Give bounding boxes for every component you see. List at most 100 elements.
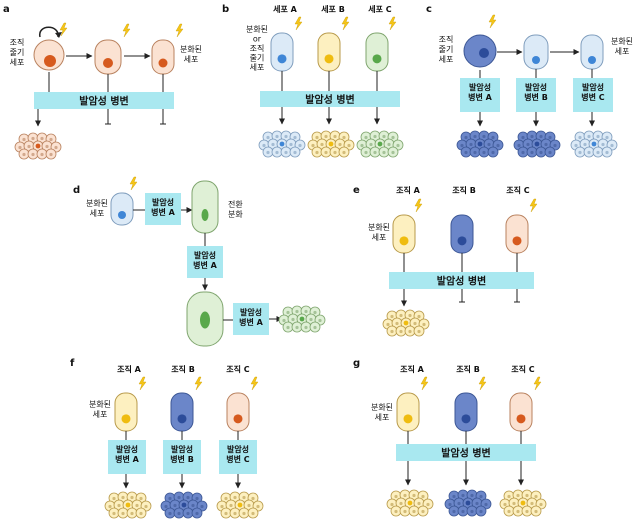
tumor-cell-nucleus [412,493,416,498]
lesion-label: 병변 A [468,92,493,102]
tumor-cell-nucleus [507,494,511,499]
tumor-cell-nucleus [587,150,591,155]
lightning-icon [122,23,131,38]
lesion-box [219,440,257,474]
tumor-cell-nucleus [293,150,297,155]
self-renewal-arrowhead [55,32,62,38]
tumor-cell-nucleus [295,309,299,314]
diff-cell-label: 분화된 [89,399,111,409]
transdifferentiated-cell [191,180,219,234]
tumor-cell-nucleus [315,135,319,140]
tumor-cell-nucleus [470,493,474,498]
tumor-cell-nucleus [596,134,600,139]
header-tissue-b: 조직 B [452,185,476,195]
tumor-cell-nucleus [516,509,520,514]
tumor-cell-nucleus [275,150,279,155]
differentiated-cell [151,39,175,75]
stem-cell [463,34,497,68]
banner-label: 발암성 병변 [437,275,486,288]
tumor-cell-nucleus [22,152,26,157]
tumor-cell-nucleus [247,503,251,508]
tumor-cluster [570,130,618,158]
banner-label: 발암성 병변 [79,95,128,108]
tumor-cell-nucleus [496,143,500,148]
lesion-cell [186,291,224,347]
lesion-banner [389,272,534,289]
nucleus [277,54,287,64]
tumor-cell-nucleus [482,134,486,139]
header-cell-c: 세포 C [368,4,392,14]
side-label: 세포 [250,63,265,72]
tumor-cell-nucleus [360,143,364,148]
tumor-cell-nucleus [49,152,53,157]
tumor-cell-nucleus [457,501,461,506]
cell-body [365,32,389,72]
tumor-cell-nucleus [473,150,477,155]
lesion-box [573,78,613,112]
panel-letter: a [3,4,10,15]
stem-cell-label: 세포 [439,55,454,64]
tumor-cell-nucleus [49,137,53,142]
tumor-cell-nucleus [284,150,288,155]
tumor-cell-nucleus [605,150,609,155]
lesion-box [108,440,146,474]
header-tissue-b: 조직 B [456,364,480,374]
panel-letter: d [73,185,80,196]
tumor-cell-nucleus [487,142,491,147]
tumor-cluster [258,130,306,158]
tumor-cell-nucleus [256,504,260,509]
progenitor-cell [94,39,122,75]
tumor-cell-nucleus [516,493,520,498]
tumor-cell-nucleus [386,322,390,327]
tumor-cell-nucleus [479,509,483,514]
cell-tissue-a [392,214,416,254]
tumor-cell-nucleus [266,150,270,155]
diff-cell-label: 세포 [372,233,387,242]
tumor-core [477,141,483,147]
lesion-label: 병변 A [239,317,264,327]
tumor-cell-nucleus [347,143,351,148]
cell-a [270,32,294,72]
tumor-cell-nucleus [135,503,139,508]
tumor-cell-nucleus [525,509,529,514]
tumor-cell-nucleus [315,150,319,155]
tumor-cell-nucleus [144,504,148,509]
tumor-cell-nucleus [525,493,529,498]
tumor-cell-nucleus [539,134,543,139]
tumor-cluster [307,130,355,158]
tumor-cell-nucleus [364,135,368,140]
tumor-cell-nucleus [130,495,134,500]
nucleus [403,414,413,424]
differentiated-cell [110,192,134,226]
nucleus [479,48,489,58]
lesion-banner [34,92,174,109]
tumor-cell-nucleus [224,511,228,516]
tumor-cell-nucleus [539,502,543,507]
diff-cell-label: 분화된 [368,222,390,232]
tumor-cell-nucleus [512,501,516,506]
tumor-cell-nucleus [324,134,328,139]
tumor-cell-nucleus [318,318,322,323]
tumor-core [534,141,540,147]
tumor-cell-nucleus [399,329,403,334]
self-renewal-arc [39,26,59,38]
tumor-cell-nucleus [31,136,35,141]
cell-body [505,214,529,254]
tumor-cell-nucleus [233,511,237,516]
diff-cell-label: 세포 [93,410,108,419]
header-tissue-b: 조직 B [171,364,195,374]
lesion-box [163,440,201,474]
tumor-cell-nucleus [186,495,190,500]
tumor-cluster [456,130,504,158]
tumor-cluster [444,489,492,517]
lesion-label: 병변 B [170,454,194,464]
header-tissue-c: 조직 C [506,185,530,195]
nucleus [461,414,471,424]
cell-tissue-a [396,392,420,432]
stem-cell-label: 세포 [10,58,25,67]
